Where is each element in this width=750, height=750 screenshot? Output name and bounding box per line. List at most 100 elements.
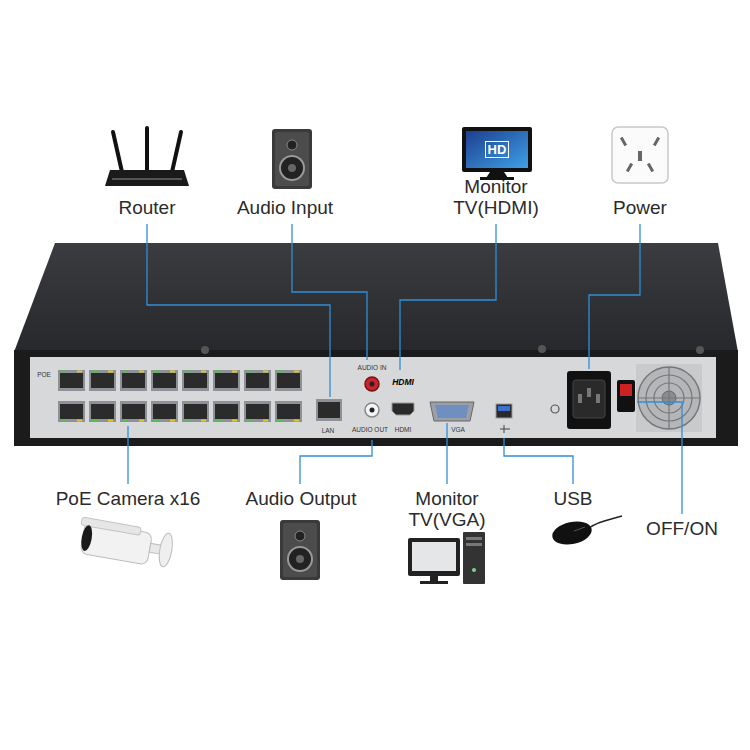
hdmi-port — [392, 403, 414, 415]
fan-grille — [638, 367, 700, 429]
port-led — [154, 371, 159, 373]
mouse-icon — [574, 527, 585, 531]
fan-grille — [638, 367, 700, 429]
poe-port — [151, 401, 178, 422]
port-led — [170, 371, 175, 373]
callout-label: USB — [553, 488, 592, 509]
port-led — [92, 420, 97, 422]
speaker-icon — [288, 547, 312, 571]
callout-text: USB — [553, 488, 592, 509]
leader-line — [292, 224, 367, 360]
poe-port — [213, 401, 240, 422]
poe-port — [182, 401, 209, 422]
port-led — [232, 420, 237, 422]
outlet-hole — [638, 151, 642, 161]
callout-text: OFF/ON — [646, 518, 718, 539]
port-label: HDMI — [395, 427, 412, 434]
callout-text: PoE Camera x16 — [56, 488, 201, 509]
port-led — [185, 371, 190, 373]
power-socket — [573, 380, 605, 418]
port-label: LAN — [322, 428, 335, 435]
power-switch — [617, 380, 635, 412]
pc-tower — [466, 543, 482, 546]
nvr-rear-panel — [30, 357, 716, 438]
poe-port — [89, 370, 116, 391]
callout-text: Audio Input — [237, 197, 333, 218]
router-antenna — [113, 132, 122, 172]
callout-label: Monitor TV(HDMI) — [446, 176, 546, 218]
camera-icon — [76, 517, 175, 569]
poe-port — [120, 401, 147, 422]
port-led — [247, 420, 252, 422]
poe-port — [120, 401, 147, 422]
mouse-cord — [589, 516, 622, 528]
usb-port — [496, 404, 512, 418]
power-pin — [587, 388, 591, 397]
port-led — [154, 420, 159, 422]
leader-line — [147, 224, 330, 397]
poe-port — [275, 370, 302, 391]
leader-line — [446, 423, 447, 484]
outlet-hole — [653, 137, 660, 146]
leader-line — [504, 438, 573, 484]
poe-port — [277, 373, 300, 388]
router-antenna — [145, 128, 149, 170]
port-led — [247, 371, 252, 373]
nvr-frame — [14, 350, 738, 446]
port-label: POE — [37, 372, 51, 379]
port-led — [185, 420, 190, 422]
pc-tower — [466, 537, 482, 540]
poe-port — [89, 401, 116, 422]
speaker-icon — [295, 531, 305, 541]
audio-out-jack — [365, 403, 379, 417]
poe-port — [91, 404, 114, 419]
poe-port — [60, 404, 83, 419]
port-led — [294, 371, 299, 373]
monitor-screen — [466, 131, 528, 168]
power-pin — [596, 394, 600, 403]
poe-port — [153, 404, 176, 419]
callout-label: Monitor TV(VGA) — [397, 488, 497, 530]
poe-port — [89, 370, 116, 391]
vga-port — [430, 402, 474, 421]
vga-port — [435, 405, 469, 418]
hdmi-logo: HDMI — [392, 378, 414, 387]
leader-line — [589, 224, 640, 369]
usb-symbol — [500, 425, 510, 433]
leader-line — [127, 426, 128, 484]
port-led — [232, 371, 237, 373]
mouse-icon — [550, 518, 594, 548]
usb-port — [498, 406, 510, 411]
poe-port — [244, 370, 271, 391]
port-led — [170, 420, 175, 422]
camera-lens — [80, 524, 94, 551]
poe-port — [151, 401, 178, 422]
poe-port — [122, 404, 145, 419]
poe-port — [277, 404, 300, 419]
poe-port — [182, 370, 209, 391]
poe-port — [120, 370, 147, 391]
port-led — [263, 420, 268, 422]
port-label: VGA — [451, 427, 465, 434]
callout-text: Monitor TV(VGA) — [397, 488, 497, 530]
port-led — [77, 420, 82, 422]
callout-label: Power — [613, 197, 667, 218]
poe-port — [246, 404, 269, 419]
power-pin — [578, 394, 582, 403]
poe-port — [58, 401, 85, 422]
port-led — [294, 420, 299, 422]
poe-port — [215, 404, 238, 419]
port-led — [77, 371, 82, 373]
port-led — [278, 420, 283, 422]
poe-port — [122, 373, 145, 388]
screw — [201, 346, 209, 354]
port-led — [61, 420, 66, 422]
port-led — [123, 420, 128, 422]
power-socket — [567, 371, 611, 429]
leader-lines — [128, 224, 682, 514]
port-led — [216, 371, 221, 373]
ground-terminal — [551, 405, 559, 413]
port-label: AUDIO IN — [358, 365, 387, 372]
port-led — [201, 371, 206, 373]
